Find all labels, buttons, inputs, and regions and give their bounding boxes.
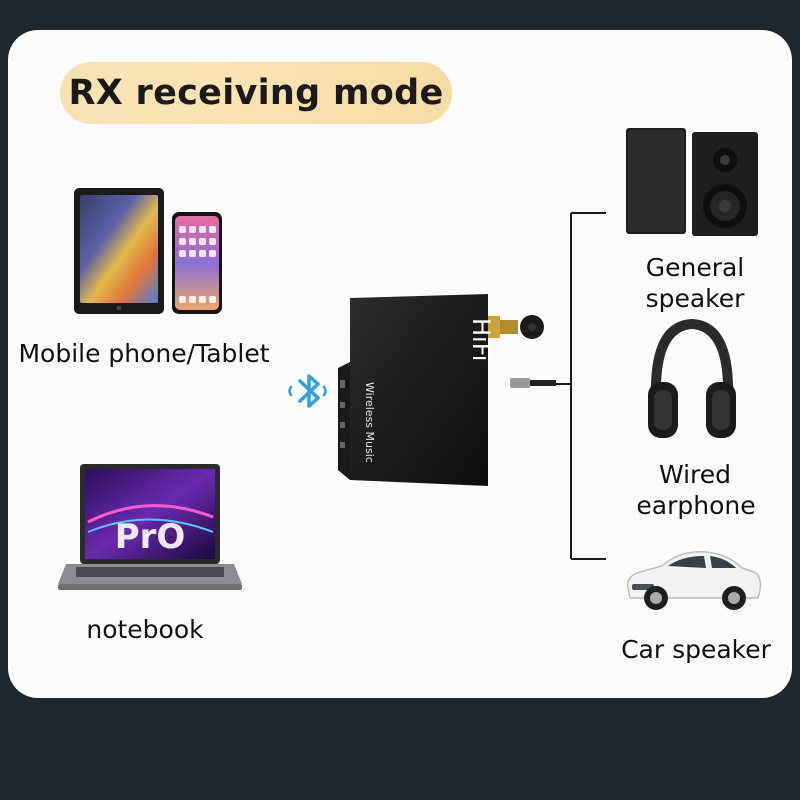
general-speaker-label-line2: speaker xyxy=(645,284,745,313)
mode-title-badge: RX receiving mode xyxy=(60,62,452,124)
mobile-tablet-label: Mobile phone/Tablet xyxy=(18,339,270,368)
bluetooth-icon xyxy=(288,374,327,408)
mode-title: RX receiving mode xyxy=(68,73,444,113)
car-illustration xyxy=(627,551,762,610)
notebook-illustration: PrO xyxy=(58,464,242,590)
device-side-text: Wireless Music xyxy=(363,382,376,463)
device-brand: HiFi xyxy=(467,318,495,362)
svg-text:PrO: PrO xyxy=(115,517,186,557)
wired-earphone-label-line1: Wired xyxy=(658,460,732,489)
hifi-receiver-device xyxy=(338,294,556,486)
output-connector-bracket xyxy=(556,212,606,560)
wired-earphone-label-line2: earphone xyxy=(636,491,756,520)
tablet-phone-illustration xyxy=(74,188,222,314)
headphones-illustration xyxy=(648,318,736,438)
speakers-illustration xyxy=(626,128,758,236)
car-speaker-label: Car speaker xyxy=(621,635,771,664)
general-speaker-label-line1: General xyxy=(645,253,745,282)
notebook-label: notebook xyxy=(86,615,204,644)
